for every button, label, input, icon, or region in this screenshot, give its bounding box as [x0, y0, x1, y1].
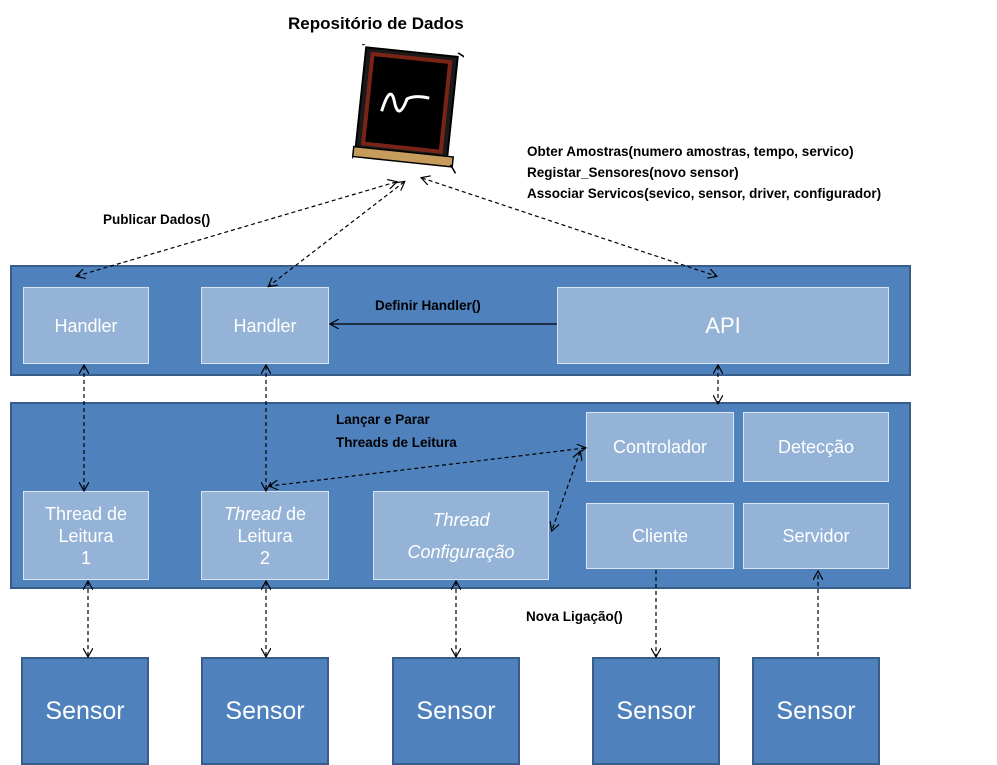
thread-leitura-2-box: Thread de Leitura 2	[201, 491, 329, 580]
deteccao-box: Detecção	[743, 412, 889, 482]
sensor-4: Sensor	[592, 657, 720, 765]
arrow-repo-api	[422, 178, 716, 276]
thread-2-italic: Thread	[223, 503, 281, 524]
arrow-controlador-thread2	[270, 448, 585, 486]
lancar-parar-label: Lançar e Parar	[336, 412, 430, 427]
api-box: API	[557, 287, 889, 364]
arrow-controlador-config	[552, 452, 580, 530]
thread-2-de: de	[281, 503, 307, 524]
arrow-repo-handler1	[77, 182, 396, 276]
thread-1-line2: Leitura	[58, 525, 114, 546]
thread-2-line1: Thread de	[224, 503, 306, 525]
config-line1: Thread	[432, 509, 490, 530]
repository-title: Repositório de Dados	[288, 14, 464, 33]
servidor-box: Servidor	[743, 503, 889, 569]
nova-ligacao-label: Nova Ligação()	[526, 609, 623, 624]
cliente-box: Cliente	[586, 503, 734, 569]
thread-leitura-1-box: Thread de Leitura 1	[23, 491, 149, 580]
handler-box-2: Handler	[201, 287, 329, 364]
thread-configuracao-box: Thread Configuração	[373, 491, 549, 580]
handler-box-1: Handler	[23, 287, 149, 364]
api-call-obter-amostras: Obter Amostras(numero amostras, tempo, s…	[527, 144, 854, 159]
config-line2: Configuração	[407, 541, 515, 562]
chalkboard-icon	[352, 44, 464, 174]
controlador-box: Controlador	[586, 412, 734, 482]
thread-2-line2: Leitura	[237, 525, 293, 546]
definir-handler-label: Definir Handler()	[375, 298, 481, 313]
thread-2-line3: 2	[259, 547, 270, 568]
thread-1-line1: Thread de	[44, 503, 128, 524]
arrow-repo-handler2	[269, 182, 404, 286]
thread-1-line3: 1	[80, 547, 91, 568]
